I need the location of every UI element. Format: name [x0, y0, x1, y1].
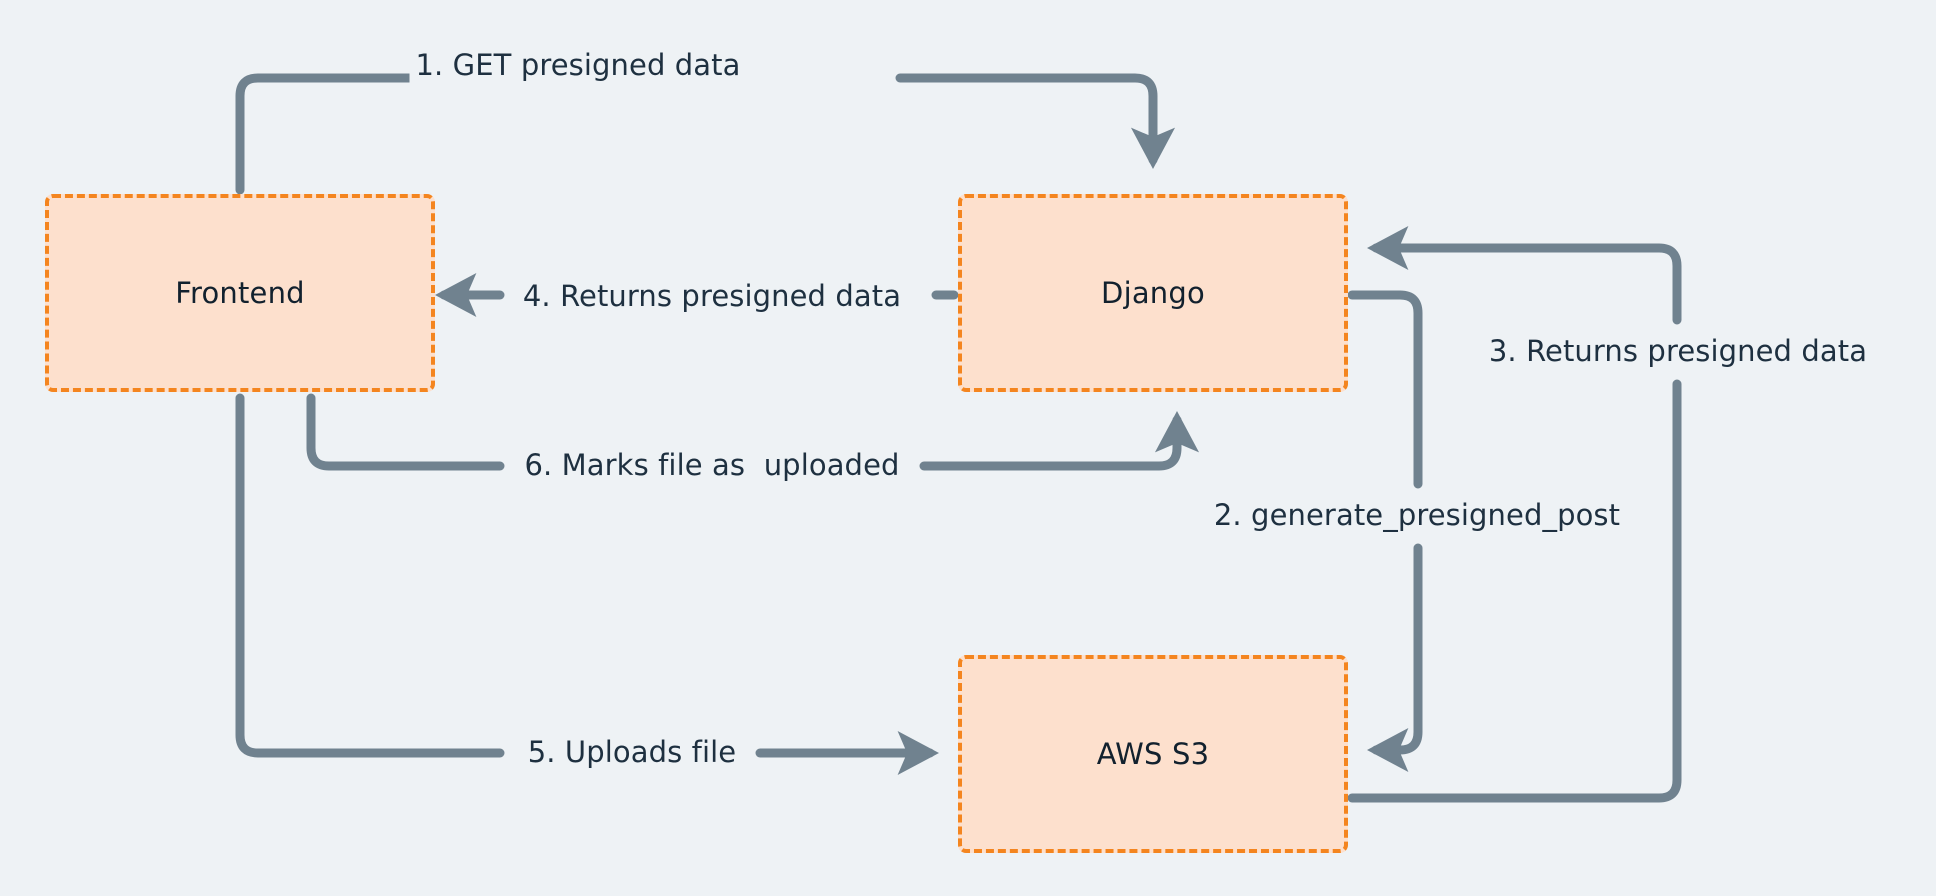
edge-6-path	[306, 393, 1200, 471]
edge-label-4: 4. Returns presigned data	[516, 279, 908, 315]
edge-2-path	[1347, 290, 1423, 773]
edge-1-path	[235, 73, 1176, 195]
node-django[interactable]: Django	[958, 194, 1348, 392]
edge-5-path	[235, 393, 940, 776]
node-aws-s3[interactable]: AWS S3	[958, 655, 1348, 853]
node-frontend-label: Frontend	[175, 276, 305, 310]
edge-3-path	[1347, 225, 1682, 803]
edge-label-5: 5. Uploads file	[521, 735, 743, 771]
edge-label-2: 2. generate_presigned_post	[1207, 498, 1627, 534]
edge-label-3: 3. Returns presigned data	[1482, 334, 1874, 370]
node-django-label: Django	[1101, 276, 1205, 310]
node-frontend[interactable]: Frontend	[45, 194, 435, 392]
node-aws-s3-label: AWS S3	[1096, 737, 1210, 771]
edge-label-1: 1. GET presigned data	[409, 48, 747, 84]
edge-label-6: 6. Marks file as uploaded	[518, 448, 906, 484]
